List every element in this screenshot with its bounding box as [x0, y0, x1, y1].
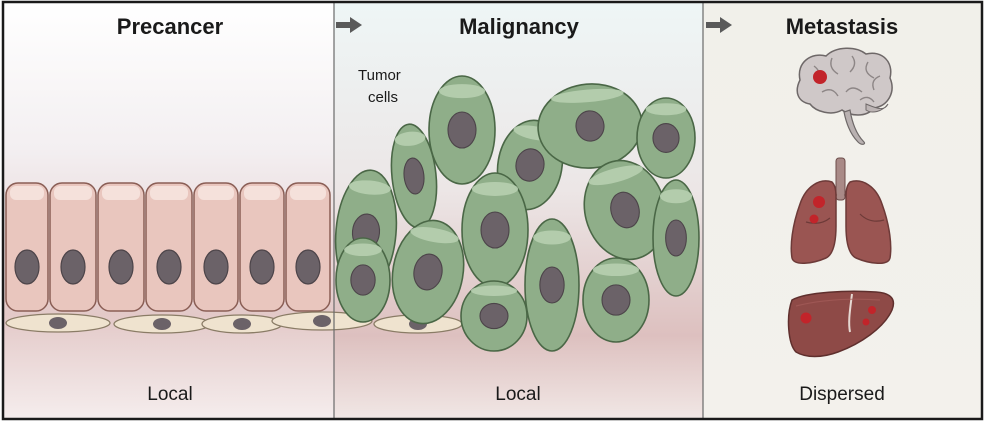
tumor-cell	[582, 257, 650, 343]
tumor-cell	[391, 219, 465, 325]
epithelial-cell	[193, 182, 239, 312]
panel-footer-precancer: Local	[147, 384, 192, 405]
epithelial-cell	[5, 182, 49, 312]
tumor-cell	[537, 83, 643, 169]
epithelial-cell	[49, 182, 97, 312]
epithelial-cell	[239, 182, 285, 312]
brain-icon	[796, 47, 893, 145]
tumor-cell	[652, 179, 700, 297]
epithelial-cell	[145, 182, 193, 312]
panel-footer-metastasis: Dispersed	[799, 384, 885, 405]
tumor-cells-label: Tumor cells	[358, 67, 405, 106]
panel-title-malignancy: Malignancy	[459, 14, 580, 39]
metastasis-spot	[809, 214, 819, 224]
lungs-icon	[790, 157, 892, 264]
tumor-cell	[636, 97, 696, 179]
metastasis-spot	[862, 318, 870, 326]
stromal-cell	[271, 311, 373, 331]
tumor-cells-label-line1: Tumor	[358, 67, 401, 84]
panel-title-metastasis: Metastasis	[786, 14, 899, 39]
tumor-cell	[460, 280, 528, 352]
epithelial-cell	[97, 182, 145, 312]
tumor-cell	[461, 172, 529, 288]
metastasis-spot	[800, 312, 812, 324]
stromal-cell	[5, 313, 111, 333]
metastasis-spot	[813, 196, 825, 208]
tumor-cell	[428, 75, 496, 185]
metastasis-spot	[813, 70, 827, 84]
tumor-cell	[583, 159, 667, 261]
precancer-epithelial-layer	[5, 182, 331, 312]
panel-title-precancer: Precancer	[117, 14, 224, 39]
stromal-cell	[201, 314, 283, 334]
stromal-cell-layer	[5, 311, 463, 334]
tumor-cell	[524, 218, 580, 352]
tumor-cell	[390, 123, 438, 229]
stromal-cell	[113, 314, 211, 334]
metastasis-spot	[868, 306, 876, 314]
panel-footer-malignancy: Local	[495, 384, 540, 405]
right-arrow-icon	[336, 17, 362, 33]
epithelial-cell	[285, 182, 331, 312]
tumor-cells-label-line2: cells	[368, 89, 398, 106]
liver-icon	[787, 290, 895, 358]
tumor-cell-cluster	[334, 75, 700, 352]
right-arrow-icon	[706, 17, 732, 33]
tumor-cell	[335, 237, 391, 323]
